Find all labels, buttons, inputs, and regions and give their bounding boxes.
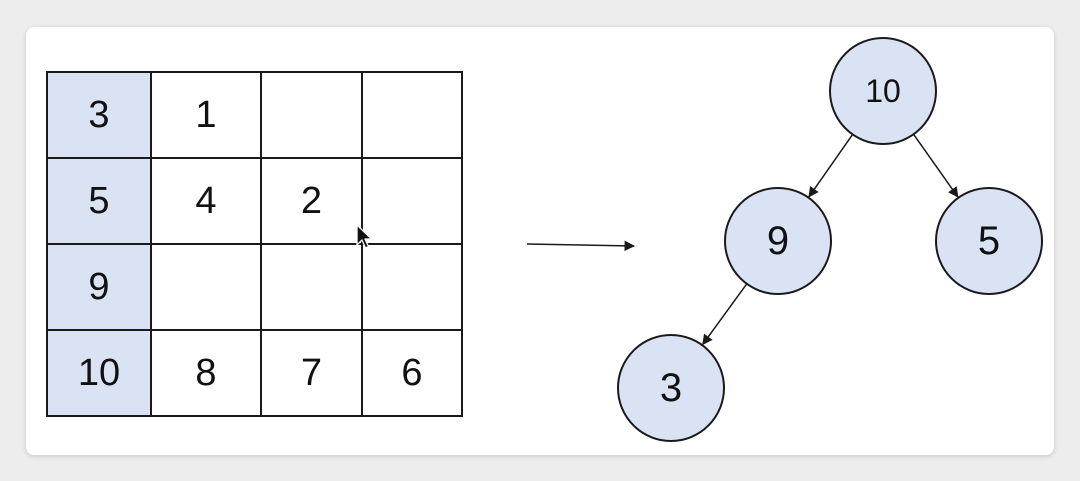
tree-edge	[808, 133, 854, 198]
right-arrow-icon	[526, 240, 636, 252]
grid-cell: 2	[260, 157, 363, 245]
tree-node: 10	[829, 37, 937, 145]
grid-cell: 7	[260, 329, 363, 417]
grid-cell: 6	[361, 329, 463, 417]
grid-cell: 5	[46, 157, 152, 245]
grid-cell: 8	[150, 329, 262, 417]
tree-node-circle	[935, 187, 1043, 295]
grid-row: 9	[46, 243, 463, 331]
grid-cell	[150, 243, 262, 331]
grid-cell: 4	[150, 157, 262, 245]
tree-node-label: 5	[978, 219, 1000, 263]
tree-node: 3	[617, 334, 725, 442]
grid-cell	[361, 243, 463, 331]
mouse-pointer-icon	[356, 224, 373, 249]
tree-node-circle	[829, 37, 937, 145]
grid-cell: 10	[46, 329, 152, 417]
tree-node-label: 9	[767, 219, 789, 263]
tree-node: 9	[724, 187, 832, 295]
grid-cell	[361, 71, 463, 159]
tree-node: 5	[935, 187, 1043, 295]
tree-node-circle	[617, 334, 725, 442]
tree-edge	[702, 283, 748, 346]
grid-cell: 9	[46, 243, 152, 331]
tree-edge	[912, 133, 959, 198]
grid-cell: 3	[46, 71, 152, 159]
tree-node-label: 10	[865, 73, 901, 109]
tree-node-label: 3	[660, 366, 682, 410]
grid-cell: 1	[150, 71, 262, 159]
grid-cell	[260, 71, 363, 159]
tree-node-circle	[724, 187, 832, 295]
grid-cell	[260, 243, 363, 331]
grid-cell	[361, 157, 463, 245]
